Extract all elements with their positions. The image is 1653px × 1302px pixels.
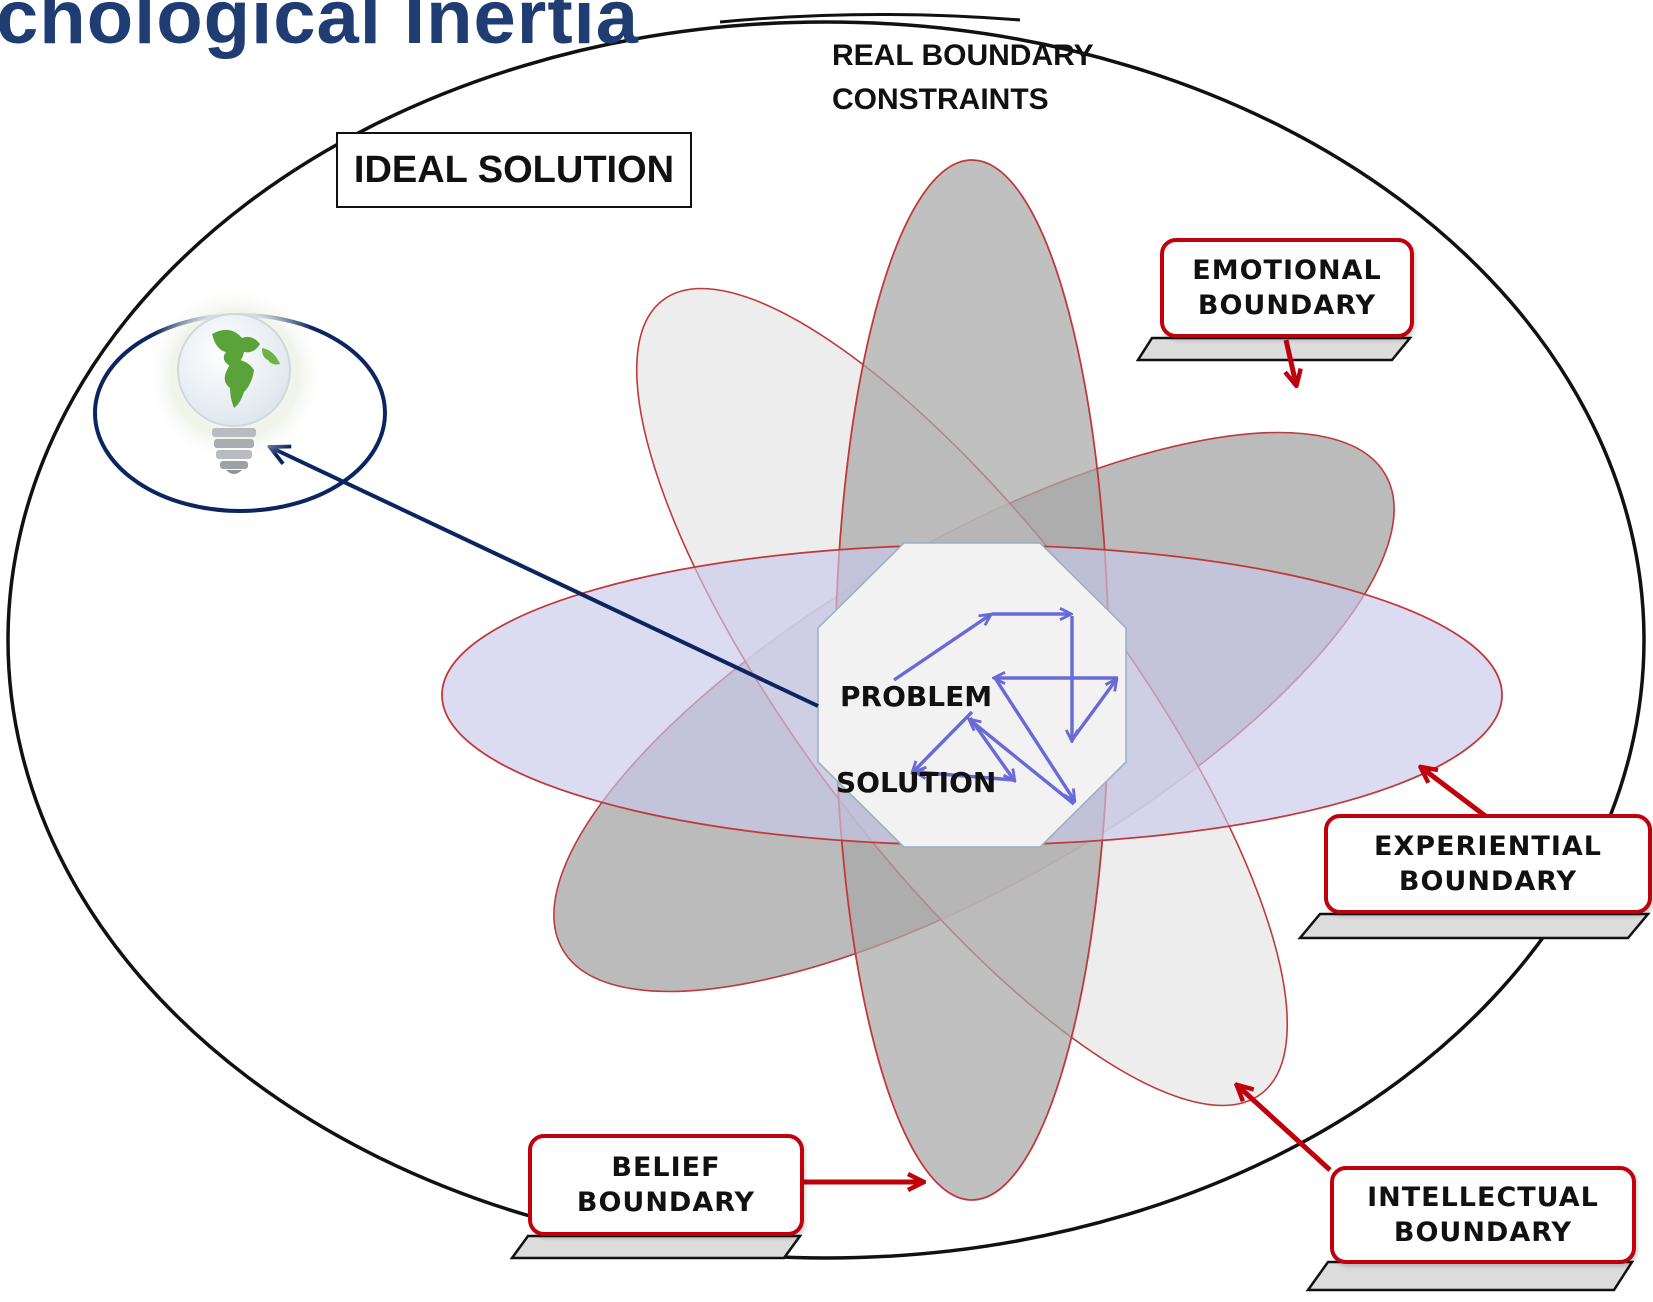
belief-line2: BOUNDARY — [576, 1187, 756, 1218]
solution-label: SOLUTION — [836, 766, 997, 799]
boundary-pointers — [804, 339, 1490, 1182]
intellectual-line1: INTELLECTUAL — [1367, 1182, 1599, 1213]
belief-callout-shelf — [509, 1234, 803, 1260]
experiential-boundary-callout: EXPERIENTIAL BOUNDARY — [1324, 814, 1652, 914]
intellectual-line2: BOUNDARY — [1393, 1217, 1573, 1248]
belief-line1: BELIEF — [611, 1152, 721, 1183]
real-boundary-label: REAL BOUNDARY CONSTRAINTS — [832, 34, 1094, 122]
path-arrows — [893, 614, 1118, 806]
globe-lightbulb-icon — [145, 285, 325, 474]
emotional-callout-shelf — [1135, 336, 1413, 362]
real-boundary-line2: CONSTRAINTS — [832, 83, 1049, 116]
experiential-line1: EXPERIENTIAL — [1374, 831, 1602, 862]
intellectual-boundary-callout: INTELLECTUAL BOUNDARY — [1330, 1166, 1636, 1264]
experiential-line2: BOUNDARY — [1398, 866, 1578, 897]
emotional-line2: BOUNDARY — [1197, 290, 1377, 321]
real-boundary-ellipse — [6, 20, 1646, 1260]
ideal-solution-label: IDEAL SOLUTION — [336, 132, 692, 208]
intellectual-callout-shelf — [1305, 1260, 1635, 1292]
problem-solution-octagon — [817, 542, 1127, 848]
belief-boundary-callout: BELIEF BOUNDARY — [528, 1134, 804, 1236]
emotional-line1: EMOTIONAL — [1192, 255, 1382, 286]
page-title: chological Inertia — [0, 0, 640, 60]
real-boundary-tail — [719, 12, 1021, 24]
problem-label: PROBLEM — [840, 680, 993, 713]
real-boundary-line1: REAL BOUNDARY — [832, 39, 1094, 72]
experiential-callout-shelf — [1297, 912, 1651, 940]
emotional-boundary-callout: EMOTIONAL BOUNDARY — [1160, 238, 1414, 338]
ideal-solution-arrow — [272, 448, 819, 708]
